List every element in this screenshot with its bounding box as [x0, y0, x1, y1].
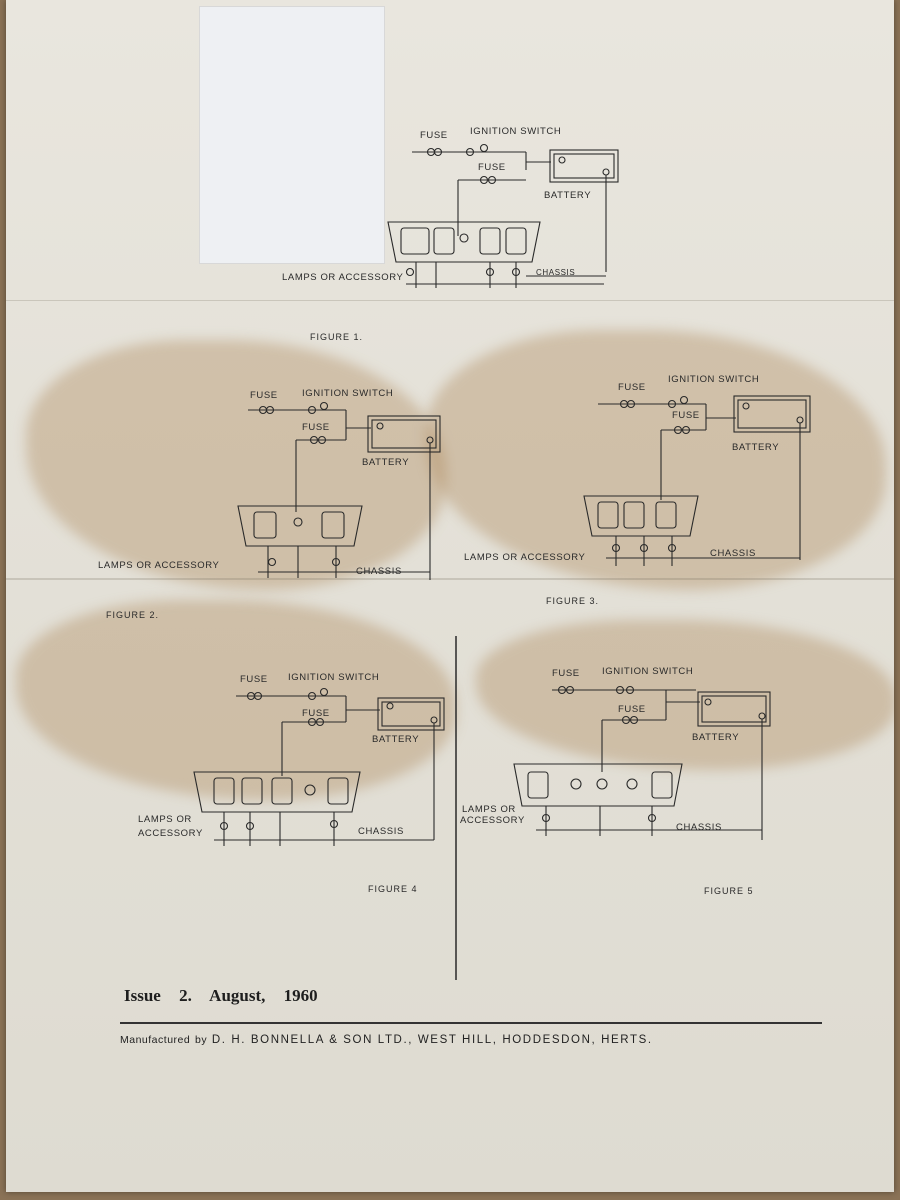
- accessory-label: ACCESSORY: [460, 815, 525, 826]
- ignition-switch-label: IGNITION SWITCH: [288, 672, 379, 683]
- fold-crease: [6, 300, 894, 301]
- fuse-label: FUSE: [302, 708, 330, 719]
- wiring-diagrams: FUSE IGNITION SWITCH FUSE BATTERY LAMPS …: [98, 126, 811, 980]
- figure-5-caption: FIGURE 5: [704, 886, 754, 896]
- water-stain: [26, 340, 446, 590]
- battery-label: BATTERY: [692, 732, 739, 743]
- ignition-switch-label: IGNITION SWITCH: [668, 374, 759, 385]
- figure-4-diagram: [193, 687, 445, 846]
- fuse-label: FUSE: [250, 390, 278, 401]
- battery-label: BATTERY: [732, 442, 779, 453]
- figure-5-diagram: [513, 685, 771, 840]
- company-name: D. H. BONNELLA & SON LTD., WEST HILL, HO…: [211, 1034, 653, 1046]
- issue-date: August, 1960: [209, 986, 318, 1005]
- fuse-label: FUSE: [618, 382, 646, 393]
- accessory-label: ACCESSORY: [138, 828, 203, 839]
- chassis-label: CHASSIS: [536, 268, 575, 277]
- manufactured-word: Manufactured: [120, 1034, 191, 1046]
- figure-3-caption: FIGURE 3.: [546, 596, 599, 606]
- ignition-switch-label: IGNITION SWITCH: [602, 666, 693, 677]
- battery-label: BATTERY: [544, 190, 591, 201]
- fuse-label: FUSE: [302, 422, 330, 433]
- lamps-or-accessory-label: LAMPS OR ACCESSORY: [98, 560, 220, 571]
- figure-1-caption: FIGURE 1.: [310, 332, 363, 342]
- lamps-or-label: LAMPS OR: [462, 804, 516, 815]
- battery-label: BATTERY: [362, 457, 409, 468]
- fuse-label: FUSE: [672, 410, 700, 421]
- instruction-sheet: FUSE IGNITION SWITCH FUSE BATTERY LAMPS …: [6, 0, 894, 1192]
- chassis-label: CHASSIS: [358, 826, 404, 837]
- issue-line: Issue 2. August, 1960: [124, 986, 318, 1006]
- chassis-label: CHASSIS: [710, 548, 756, 559]
- paper-patch: [199, 6, 385, 264]
- manufacturer-line: Manufactured by D. H. BONNELLA & SON LTD…: [120, 1034, 653, 1046]
- by-word: by: [195, 1034, 208, 1046]
- figure-1-diagram: [387, 143, 619, 288]
- issue-number: Issue 2.: [124, 986, 192, 1005]
- figure-4-caption: FIGURE 4: [368, 884, 418, 894]
- lamps-or-accessory-label: LAMPS OR ACCESSORY: [464, 552, 586, 563]
- fuse-label: FUSE: [618, 704, 646, 715]
- water-stain: [476, 620, 894, 770]
- battery-label: BATTERY: [372, 734, 419, 745]
- fuse-label: FUSE: [552, 668, 580, 679]
- lamps-or-accessory-label: LAMPS OR ACCESSORY: [282, 272, 404, 283]
- chassis-label: CHASSIS: [676, 822, 722, 833]
- fuse-label: FUSE: [478, 162, 506, 173]
- fold-crease: [6, 578, 894, 580]
- ignition-switch-label: IGNITION SWITCH: [470, 126, 561, 137]
- chassis-label: CHASSIS: [356, 566, 402, 577]
- lamps-or-label: LAMPS OR: [138, 814, 192, 825]
- ignition-switch-label: IGNITION SWITCH: [302, 388, 393, 399]
- water-stain: [426, 330, 886, 590]
- figure-3-diagram: [583, 395, 811, 566]
- footer-rule: [120, 1022, 822, 1024]
- water-stain: [16, 600, 456, 800]
- figure-2-diagram: [237, 401, 441, 580]
- fuse-label: FUSE: [240, 674, 268, 685]
- figure-2-caption: FIGURE 2.: [106, 610, 159, 620]
- fuse-label: FUSE: [420, 130, 448, 141]
